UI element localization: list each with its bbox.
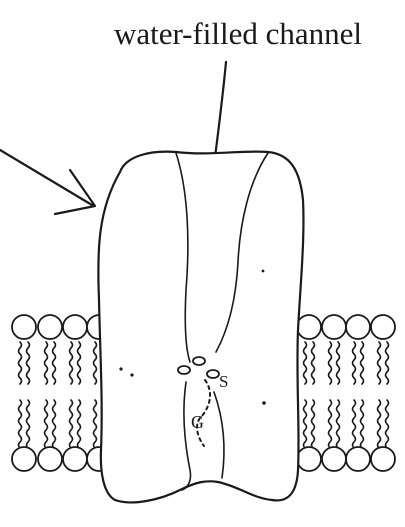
lipid-head: [12, 447, 36, 471]
protein-outline: [98, 152, 303, 503]
lipid-head: [346, 315, 370, 339]
lipid-tail: [94, 342, 97, 384]
lipid-tail: [378, 342, 381, 384]
lipid-tail: [27, 342, 30, 384]
filter-ring-right: [207, 370, 219, 378]
lipid-tails-left: [19, 342, 105, 448]
lipid-tail: [53, 400, 56, 448]
speck: [119, 367, 122, 370]
lipid-head: [38, 447, 62, 471]
lipid-tail: [27, 400, 30, 448]
lipid-tail: [337, 342, 340, 384]
lipid-head: [63, 315, 87, 339]
lipid-tail: [312, 342, 315, 384]
filter-ring-top: [193, 357, 205, 365]
lipid-head: [346, 447, 370, 471]
speck: [262, 401, 266, 405]
lipid-heads-top-left: [12, 315, 111, 339]
lipid-tail: [378, 400, 381, 448]
lipid-tail: [361, 342, 364, 384]
lipid-head: [297, 315, 321, 339]
lipid-head: [12, 315, 36, 339]
gate-label: G: [191, 412, 204, 432]
lipid-tail: [337, 400, 340, 448]
lipid-head: [371, 447, 395, 471]
speck: [262, 270, 265, 273]
channel-protein: G S: [98, 152, 303, 503]
lipid-tail: [353, 342, 356, 384]
lipid-head: [322, 315, 346, 339]
membrane-right: [297, 315, 395, 471]
lipid-tail: [45, 400, 48, 448]
lipid-tails-right: [304, 342, 389, 448]
lipid-head: [322, 447, 346, 471]
lipid-tail: [386, 400, 389, 448]
lipid-tail: [329, 400, 332, 448]
lipid-tail: [53, 342, 56, 384]
filter-ring-left: [178, 366, 190, 374]
lipid-tail: [70, 400, 73, 448]
lipid-tail: [353, 400, 356, 448]
lipid-head: [38, 315, 62, 339]
lipid-tail: [386, 342, 389, 384]
lipid-tail: [70, 342, 73, 384]
water-filled-channel-label: water-filled channel: [114, 16, 362, 51]
lipid-head: [63, 447, 87, 471]
lipid-tail: [304, 400, 307, 448]
lipid-tail: [304, 342, 307, 384]
lipid-tail: [361, 400, 364, 448]
lipid-head: [371, 315, 395, 339]
lipid-tail: [312, 400, 315, 448]
lipid-tail: [19, 400, 22, 448]
speck: [130, 373, 133, 376]
lipid-tail: [78, 342, 81, 384]
protein-arrow: [0, 150, 95, 214]
lipid-head: [297, 447, 321, 471]
lipid-heads-bottom-right: [297, 447, 395, 471]
lipid-tail: [19, 342, 22, 384]
lipid-heads-top-right: [297, 315, 395, 339]
lipid-tail: [45, 342, 48, 384]
lipid-heads-bottom-left: [12, 447, 111, 471]
membrane-left: [12, 315, 111, 471]
lipid-tail: [78, 400, 81, 448]
selectivity-filter-label: S: [219, 372, 228, 391]
lipid-tail: [94, 400, 97, 448]
lipid-tail: [329, 342, 332, 384]
